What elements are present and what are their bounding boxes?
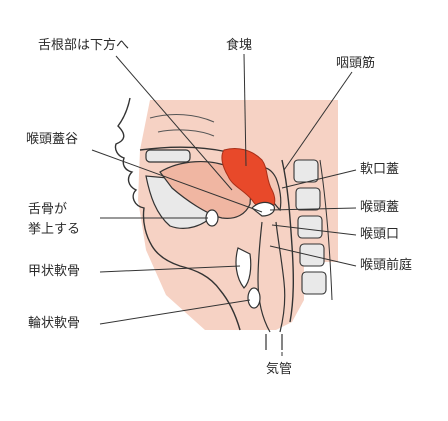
label-soft-palate: 軟口蓋 xyxy=(360,162,400,177)
label-vallecula: 喉頭蓋谷 xyxy=(26,132,79,147)
trachea-shape xyxy=(265,334,283,350)
label-trachea: 気管 xyxy=(266,362,293,377)
cricoid-cartilage-shape xyxy=(247,287,261,309)
upper-teeth xyxy=(145,149,191,163)
leader-cricoid xyxy=(99,299,251,325)
leader-tongue-root xyxy=(115,55,233,191)
cervical-spine xyxy=(293,159,327,295)
face-profile xyxy=(114,97,241,331)
leader-laryngeal-vestibule xyxy=(269,245,357,267)
pharynx-wall xyxy=(281,159,295,323)
leader-epiglottis xyxy=(269,207,357,211)
thyroid-cartilage-shape xyxy=(235,247,252,289)
label-hyoid-line2: 挙上する xyxy=(28,222,81,237)
epiglottis-shape xyxy=(251,201,275,217)
nasal-conchae xyxy=(149,114,215,137)
leader-lines xyxy=(91,53,357,356)
larynx-tube xyxy=(257,221,286,333)
spinal-canal-line xyxy=(319,159,333,301)
leader-vallecula xyxy=(91,149,263,213)
leader-pharyngeal-muscle xyxy=(283,71,353,171)
label-thyroid-cartilage: 甲状軟骨 xyxy=(28,264,81,279)
leader-soft-palate xyxy=(281,169,357,189)
label-epiglottis: 喉頭蓋 xyxy=(360,200,400,215)
label-tongue-root: 舌根部は下方へ xyxy=(38,38,130,53)
leader-laryngeal-inlet xyxy=(271,224,357,236)
label-laryngeal-inlet: 喉頭口 xyxy=(360,227,400,242)
leader-bolus xyxy=(243,53,247,167)
label-cricoid-cartilage: 輪状軟骨 xyxy=(28,316,81,331)
label-laryngeal-vestibule: 喉頭前庭 xyxy=(360,258,413,273)
label-hyoid-line1: 舌骨が xyxy=(28,202,68,217)
label-pharyngeal-muscle: 咽頭筋 xyxy=(336,56,376,71)
label-bolus: 食塊 xyxy=(226,38,253,53)
leader-thyroid xyxy=(99,265,241,273)
